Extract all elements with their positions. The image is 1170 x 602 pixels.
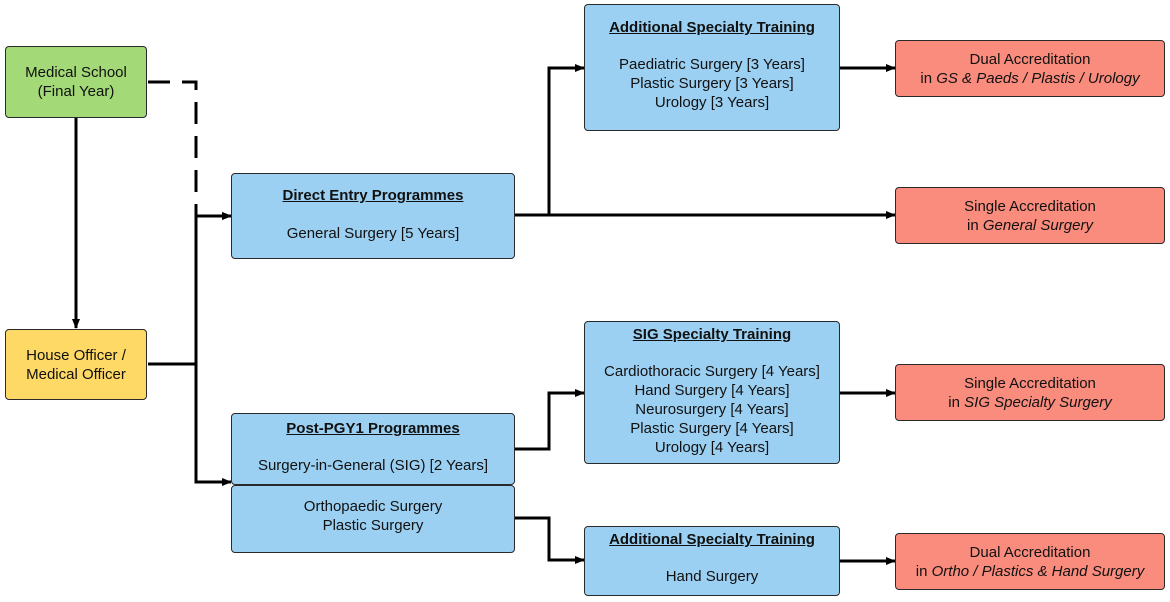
outcome-dual-1-line1: Dual Accreditation [969, 50, 1091, 68]
medical-school-line1: Medical School [25, 64, 127, 81]
connector-school-to-direct-entry [148, 80, 232, 220]
sig-specialty-node: SIG Specialty Training Cardiothoracic Su… [584, 321, 840, 464]
outcome-dual-accreditation-1: Dual Accreditation in GS & Paeds / Plast… [895, 40, 1165, 97]
additional-specialty-bottom-title: Additional Specialty Training [609, 531, 815, 548]
outcome-single-sig-line1: Single Accreditation [964, 374, 1096, 392]
additional-bottom-item: Hand Surgery [665, 568, 759, 585]
additional-top-item: Plastic Surgery [3 Years] [630, 75, 794, 92]
sig-item: Urology [4 Years] [654, 439, 770, 456]
connector-direct-entry-to-additional-top [547, 64, 585, 215]
post-pgy1-node: Post-PGY1 Programmes Surgery-in-General … [231, 413, 515, 485]
additional-specialty-top-node: Additional Specialty Training Paediatric… [584, 4, 840, 131]
additional-top-item: Urology [3 Years] [654, 94, 770, 111]
direct-entry-title: Direct Entry Programmes [282, 187, 464, 204]
house-officer-node: House Officer / Medical Officer [5, 329, 147, 400]
additional-specialty-top-title: Additional Specialty Training [609, 19, 815, 36]
outcome-emphasis: Ortho / Plastics & Hand Surgery [931, 562, 1145, 580]
outcome-prefix: in [948, 393, 965, 411]
plastic-item: Plastic Surgery [322, 517, 424, 534]
outcome-emphasis: General Surgery [982, 216, 1093, 234]
outcome-dual-2-line1: Dual Accreditation [969, 543, 1091, 561]
sig-specialty-title: SIG Specialty Training [632, 326, 792, 343]
outcome-prefix: in [920, 69, 937, 87]
outcome-dual-accreditation-2: Dual Accreditation in Ortho / Plastics &… [895, 533, 1165, 590]
outcome-prefix: in [967, 216, 983, 234]
direct-entry-item: General Surgery [5 Years] [286, 225, 460, 242]
sig-item: Plastic Surgery [4 Years] [630, 420, 794, 437]
outcome-emphasis: GS & Paeds / Plastis / Urology [936, 69, 1140, 87]
sig-item: Neurosurgery [4 Years] [635, 401, 789, 418]
sig-item: Cardiothoracic Surgery [4 Years] [604, 363, 820, 380]
outcome-single-sig-line2: in SIG Specialty Surgery [896, 393, 1164, 412]
house-officer-line1: House Officer / [26, 346, 126, 364]
outcome-single-gs-line2: in General Surgery [896, 216, 1164, 235]
connector-ortho-to-additional-bottom [515, 516, 585, 564]
additional-specialty-bottom-node: Additional Specialty Training Hand Surge… [584, 526, 840, 596]
medical-school-line2: (Final Year) [37, 83, 115, 100]
connector-house-officer-to-post-pgy1 [194, 364, 232, 486]
post-pgy1-title: Post-PGY1 Programmes [286, 420, 460, 437]
house-officer-line2: Medical Officer [26, 365, 126, 383]
connector-post-pgy1-to-sig [515, 389, 585, 451]
ortho-plastic-node: Orthopaedic Surgery Plastic Surgery [231, 485, 515, 553]
connector-house-officer-to-direct-entry [148, 212, 232, 366]
medical-school-node: Medical School (Final Year) [5, 46, 147, 118]
ortho-item: Orthopaedic Surgery [303, 498, 443, 515]
outcome-single-accreditation-sig: Single Accreditation in SIG Specialty Su… [895, 364, 1165, 421]
additional-top-item: Paediatric Surgery [3 Years] [619, 56, 805, 73]
outcome-dual-2-line2: in Ortho / Plastics & Hand Surgery [896, 562, 1164, 581]
post-pgy1-item: Surgery-in-General (SIG) [2 Years] [257, 457, 489, 474]
outcome-prefix: in [915, 562, 932, 580]
sig-item: Hand Surgery [4 Years] [634, 382, 790, 399]
outcome-single-gs-line1: Single Accreditation [964, 197, 1096, 215]
outcome-single-accreditation-gs: Single Accreditation in General Surgery [895, 187, 1165, 244]
outcome-dual-1-line2: in GS & Paeds / Plastis / Urology [896, 69, 1164, 88]
outcome-emphasis: SIG Specialty Surgery [964, 393, 1112, 411]
direct-entry-node: Direct Entry Programmes General Surgery … [231, 173, 515, 259]
